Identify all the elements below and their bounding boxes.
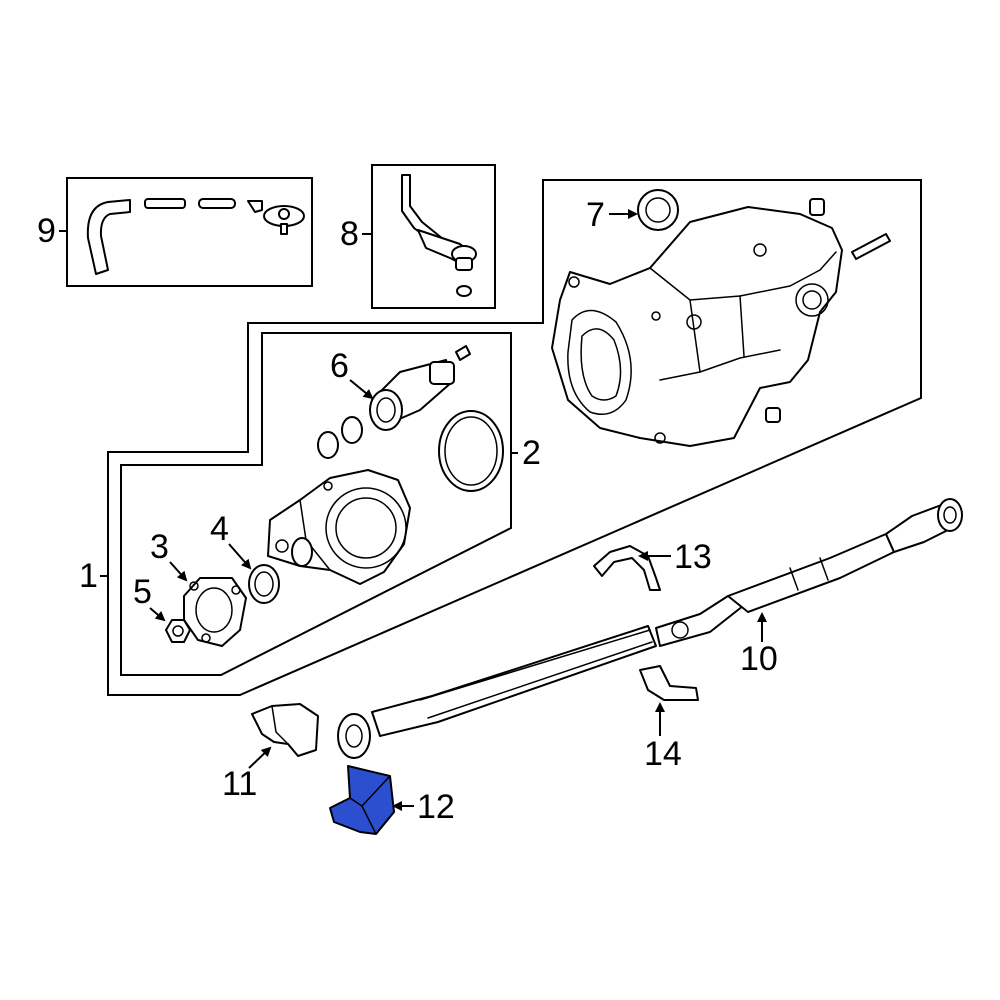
leader-3 (169, 561, 188, 582)
callout-3: 3 (150, 528, 169, 566)
leader-6 (349, 379, 374, 400)
callout-11: 11 (222, 765, 257, 803)
shaft-bracket-lower[interactable] (639, 665, 699, 701)
output-flange[interactable] (183, 577, 247, 647)
callout-7: 7 (586, 196, 605, 234)
heat-shield[interactable] (251, 703, 319, 757)
leader-4 (228, 543, 252, 570)
leader-5 (149, 607, 166, 622)
callout-2: 2 (522, 434, 541, 472)
drive-shaft[interactable] (337, 498, 963, 759)
seal-ring[interactable] (248, 564, 280, 604)
callout-13: 13 (674, 538, 712, 576)
vent-tube-bracket[interactable] (401, 174, 477, 297)
highlighted-heat-shield[interactable] (329, 765, 395, 835)
callout-9: 9 (37, 212, 56, 250)
electric-actuator[interactable] (317, 345, 504, 492)
callout-14: 14 (644, 735, 682, 773)
callout-10: 10 (740, 640, 778, 678)
callout-6: 6 (330, 347, 349, 385)
callout-4: 4 (210, 510, 229, 548)
frame-part-8 (371, 164, 496, 309)
flange-nut[interactable] (165, 619, 191, 643)
callout-12: 12 (417, 788, 455, 826)
frame-assembly-1 (107, 179, 922, 696)
leader-11 (248, 746, 272, 769)
differential-housing[interactable] (551, 189, 891, 447)
callout-8: 8 (340, 215, 359, 253)
shaft-bracket-upper[interactable] (593, 545, 661, 591)
frame-subassembly-2 (120, 332, 512, 676)
callout-1: 1 (79, 557, 98, 595)
callout-5: 5 (133, 573, 152, 611)
vent-hose-kit[interactable] (86, 198, 305, 275)
clutch-coupling[interactable] (267, 469, 411, 585)
